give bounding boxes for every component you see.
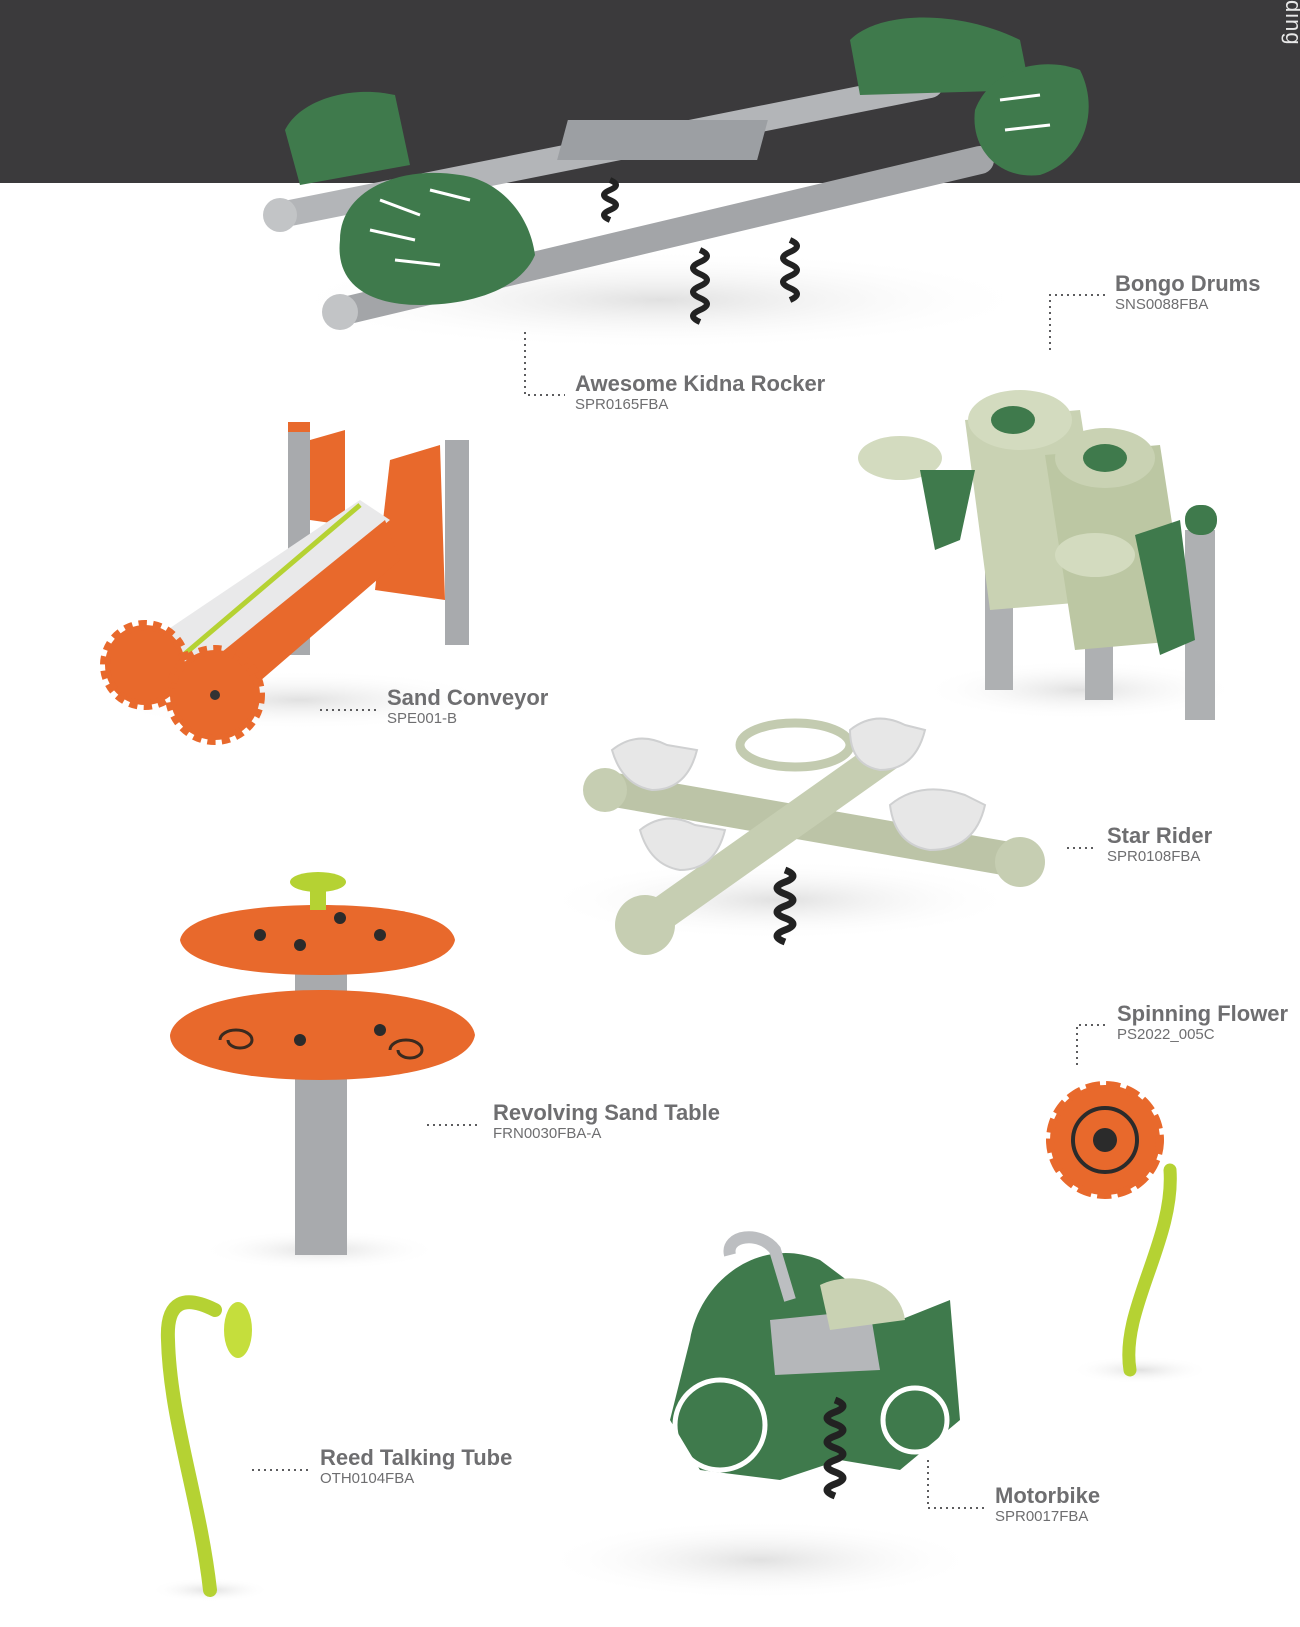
product-code: SPR0165FBA <box>575 396 669 413</box>
product-name: Spinning Flower <box>1117 1001 1289 1026</box>
product-label-bongo-drums: Bongo Drums SNS0088FBA <box>1115 272 1260 314</box>
sand-conveyor-image <box>100 422 500 745</box>
product-name: Revolving Sand Table <box>493 1100 720 1125</box>
leader-lines <box>252 294 1105 1509</box>
product-name: Sand Conveyor <box>387 685 549 710</box>
product-name: Motorbike <box>995 1483 1101 1508</box>
product-code: OTH0104FBA <box>320 1470 415 1487</box>
product-name: Awesome Kidna Rocker <box>575 371 826 396</box>
product-code: SPR0108FBA <box>1107 848 1201 865</box>
product-label-spinning-flower: Spinning Flower PS2022_005C <box>1117 1002 1288 1044</box>
product-name: Star Rider <box>1107 823 1213 848</box>
product-label-sand-conveyor: Sand Conveyor SPE001-B <box>387 686 548 728</box>
product-code: SPR0017FBA <box>995 1508 1089 1525</box>
revolving-sand-table-image <box>170 872 475 1270</box>
product-name: Bongo Drums <box>1115 271 1261 296</box>
star-rider-image <box>540 717 1045 955</box>
product-label-reed-talking-tube: Reed Talking Tube OTH0104FBA <box>320 1446 512 1488</box>
product-label-star-rider: Star Rider SPR0108FBA <box>1107 824 1212 866</box>
motorbike-image <box>540 1231 980 1600</box>
product-code: SPE001-B <box>387 710 458 727</box>
edge-tab: ding <box>1278 0 1300 100</box>
product-label-motorbike: Motorbike SPR0017FBA <box>995 1484 1100 1526</box>
product-label-revolving-sand-table: Revolving Sand Table FRN0030FBA-A <box>493 1101 720 1143</box>
product-code: FRN0030FBA-A <box>493 1125 602 1142</box>
product-code: SNS0088FBA <box>1115 296 1209 313</box>
spinning-flower-image <box>1046 1081 1210 1384</box>
edge-tab-text: ding <box>1281 0 1300 46</box>
reed-talking-tube-image <box>150 1295 270 1602</box>
awesome-kidna-rocker-image <box>263 17 1089 350</box>
product-code: PS2022_005C <box>1117 1026 1215 1043</box>
product-label-awesome-kidna-rocker: Awesome Kidna Rocker SPR0165FBA <box>575 372 825 414</box>
product-name: Reed Talking Tube <box>320 1445 513 1470</box>
bongo-drums-image <box>858 390 1240 720</box>
